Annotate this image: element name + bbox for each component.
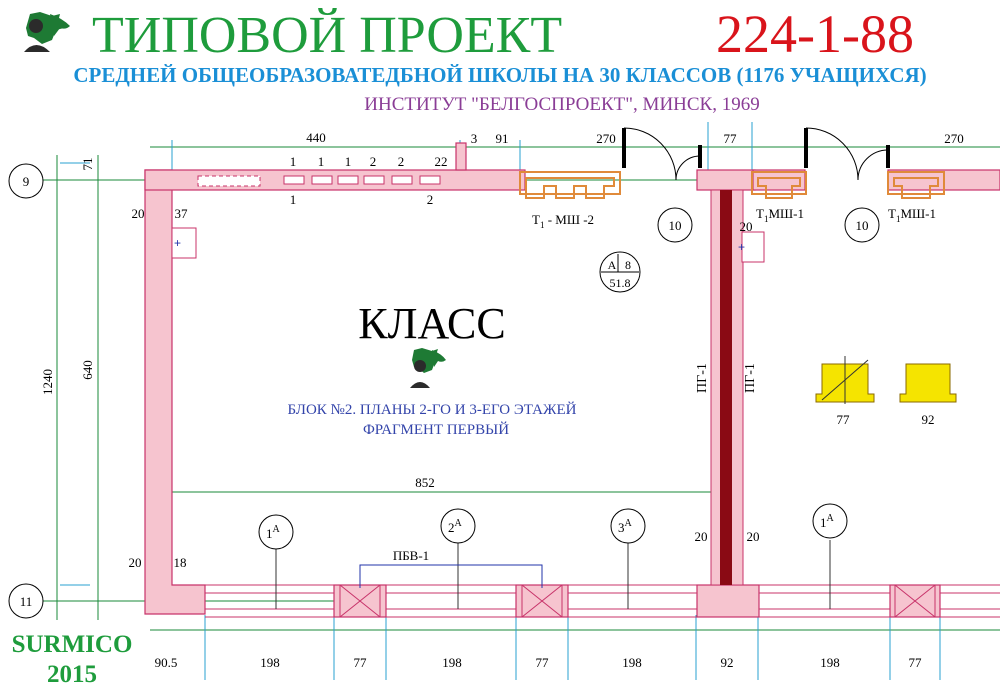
bottom-dim: 77: [354, 655, 368, 670]
bottom-dim: 198: [622, 655, 642, 670]
lintel-left-label: Т1 - МШ -2: [532, 212, 594, 230]
node-10a-circle: [657, 207, 693, 243]
footer-year: 2015: [47, 661, 97, 688]
slab-openings: [197, 175, 441, 187]
window-mark-1a-right-circle: [812, 503, 848, 539]
slab-mark-lower: 1: [290, 192, 297, 207]
pier-crosses: [339, 584, 936, 618]
dim-symbol-92: 92: [922, 412, 935, 427]
window-mark-2a-circle: [440, 508, 476, 544]
slab-mark: 1: [318, 154, 325, 169]
node-10a-label: 10: [669, 218, 682, 233]
dim-top-270-right: 270: [944, 131, 964, 146]
bottom-dim: 198: [260, 655, 280, 670]
bottom-dim: 92: [721, 655, 734, 670]
dim-top-77: 77: [724, 131, 738, 146]
partition-core: [720, 190, 732, 585]
outlet-icon: +: [738, 240, 745, 254]
dim-wall-18: 18: [174, 555, 187, 570]
logo-top: [10, 10, 78, 54]
room-name: КЛАСС: [358, 299, 505, 348]
logo-center: [410, 348, 446, 388]
bottom-dim: 77: [909, 655, 923, 670]
beam-label: ПБВ-1: [393, 548, 429, 563]
dim-span-852: 852: [415, 475, 435, 490]
dim-symbol-77: 77: [837, 412, 851, 427]
bottom-dim: 90.5: [155, 655, 178, 670]
axis-11-label: 11: [20, 594, 33, 609]
slab-mark: 2: [398, 154, 405, 169]
window-mark-3a-circle: [610, 508, 646, 544]
dim-left-640: 640: [80, 360, 95, 380]
window-mark-1a: 1А: [266, 524, 281, 541]
window-mullions: [275, 540, 831, 609]
dim-partition-20-left: 20: [695, 529, 708, 544]
dim-top-270-left: 270: [596, 131, 616, 146]
window-mark-2a: 2А: [448, 518, 463, 535]
lintel-right-label: Т1МШ-1: [888, 206, 936, 224]
node-10b-circle: [844, 207, 880, 243]
slab-mark: 22: [435, 154, 448, 169]
subtitle: СРЕДНЕЙ ОБЩЕОБРАЗОВАТЕДБНОЙ ШКОЛЫ НА 30 …: [73, 63, 926, 87]
doors: [622, 127, 890, 181]
partition-label-b: ПГ-1: [743, 363, 758, 393]
caption-line-1: БЛОК №2. ПЛАНЫ 2-ГО И 3-ЕГО ЭТАЖЕЙ: [288, 401, 577, 418]
dim-wall-20-top: 20: [132, 206, 145, 221]
dim-left-71: 71: [80, 158, 95, 171]
slab-mark: 1: [345, 154, 352, 169]
dim-wall-20-bottom: 20: [129, 555, 142, 570]
bottom-dim: 198: [820, 655, 840, 670]
dim-wall-37: 37: [175, 206, 189, 221]
title-number: 224-1-88: [716, 4, 914, 64]
partition-label-a: ПГ-1: [695, 363, 710, 393]
dim-top-91: 91: [496, 131, 509, 146]
window-mark-1a-circle: [258, 514, 294, 550]
niches: [171, 227, 765, 263]
bottom-dim: 77: [536, 655, 550, 670]
caption-line-2: ФРАГМЕНТ ПЕРВЫЙ: [363, 421, 509, 438]
area-tag-number: 8: [625, 258, 631, 272]
legend-symbols: [815, 356, 957, 404]
bottom-dim: 198: [442, 655, 462, 670]
lintel-mid-label: Т1МШ-1: [756, 206, 804, 224]
window-mark-3a: 3А: [618, 518, 633, 535]
beam-bracket: [359, 564, 543, 588]
institute: ИНСТИТУТ "БЕЛГОСПРОЕКТ", МИНСК, 1969: [364, 94, 759, 115]
dim-top-3: 3: [471, 131, 478, 146]
lintels: [519, 171, 945, 199]
dim-top-440: 440: [306, 130, 326, 145]
node-10b-label: 10: [856, 218, 869, 233]
axis-9-circle: [8, 163, 44, 199]
dim-partition-20-right: 20: [747, 529, 760, 544]
outlet-icon: +: [174, 236, 181, 250]
title-prefix: ТИПОВОЙ ПРОЕКТ: [92, 7, 562, 64]
slab-mark: 2: [370, 154, 377, 169]
window-mark-1a-right: 1А: [820, 513, 835, 530]
slab-mark: 1: [290, 154, 297, 169]
dim-left-1240: 1240: [40, 369, 55, 395]
footer-brand: SURMICO: [12, 631, 133, 658]
axis-9-label: 9: [23, 174, 30, 189]
circles: [8, 163, 880, 619]
axis-11-circle: [8, 583, 44, 619]
bottom-wall-lines: [205, 584, 1000, 618]
slab-mark-lower: 2: [427, 192, 434, 207]
area-tag-value: 51.8: [610, 276, 631, 290]
dim-partition-20-top: 20: [740, 219, 753, 234]
area-tag-letter: А: [608, 258, 617, 272]
